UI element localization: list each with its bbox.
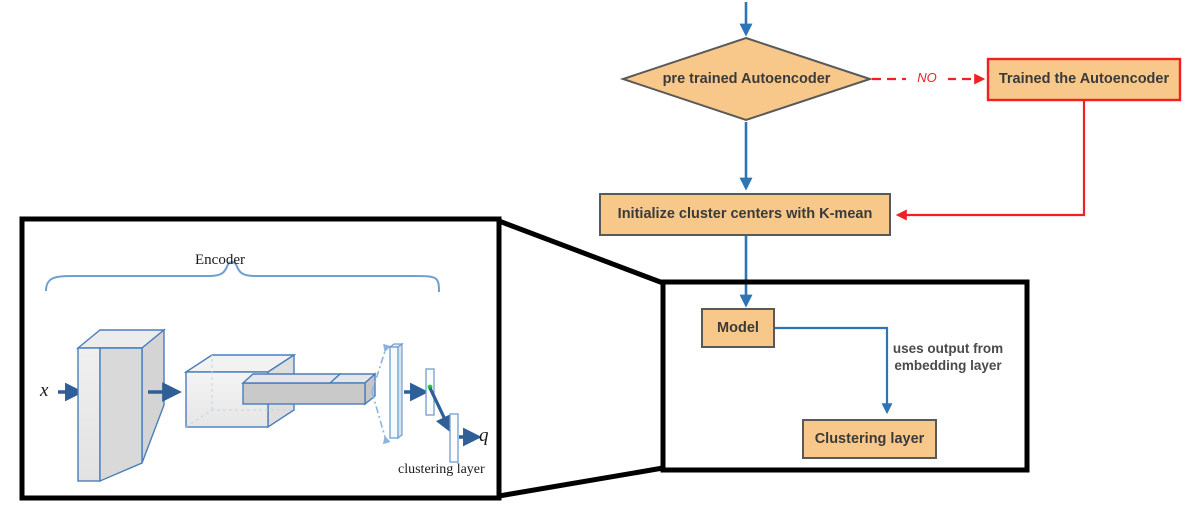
decision-diamond-shape[interactable] <box>619 36 874 122</box>
arrow-embedding-to-clustering <box>428 387 452 434</box>
curly-brace-icon <box>45 260 440 293</box>
edge-model-to-clustering <box>775 326 893 415</box>
clustering-layer-caption: clustering layer <box>398 462 485 477</box>
embedding-fan-lines <box>371 343 391 445</box>
clustering-layer-column <box>449 413 459 463</box>
model-box-label[interactable]: Model <box>717 319 759 336</box>
model-box-shape[interactable] <box>701 308 775 348</box>
clustering-layer-box-shape[interactable] <box>802 419 937 459</box>
trained-autoencoder-box-shape[interactable] <box>986 57 1182 102</box>
encoder-flat-bar <box>241 372 377 406</box>
encoder-label: Encoder <box>195 252 245 268</box>
embedding-edge-note: uses output from embedding layer <box>892 341 1004 373</box>
init-cluster-box-shape[interactable] <box>599 193 891 236</box>
trained-autoencoder-box-label[interactable]: Trained the Autoencoder <box>998 71 1170 88</box>
edge-trained-to-init <box>895 100 1086 221</box>
zoom-lens-connectors <box>498 218 664 499</box>
edge-label-no: NO <box>906 70 948 85</box>
embedding-plate <box>388 342 404 440</box>
input-variable-label: x <box>40 380 49 401</box>
encoder-input-slab <box>76 328 166 483</box>
output-variable-label: q <box>479 425 489 446</box>
clustering-layer-box-label[interactable]: Clustering layer <box>814 430 925 447</box>
detail-panel-frame <box>660 279 1030 473</box>
init-cluster-box-label[interactable]: Initialize cluster centers with K-mean <box>617 206 873 223</box>
